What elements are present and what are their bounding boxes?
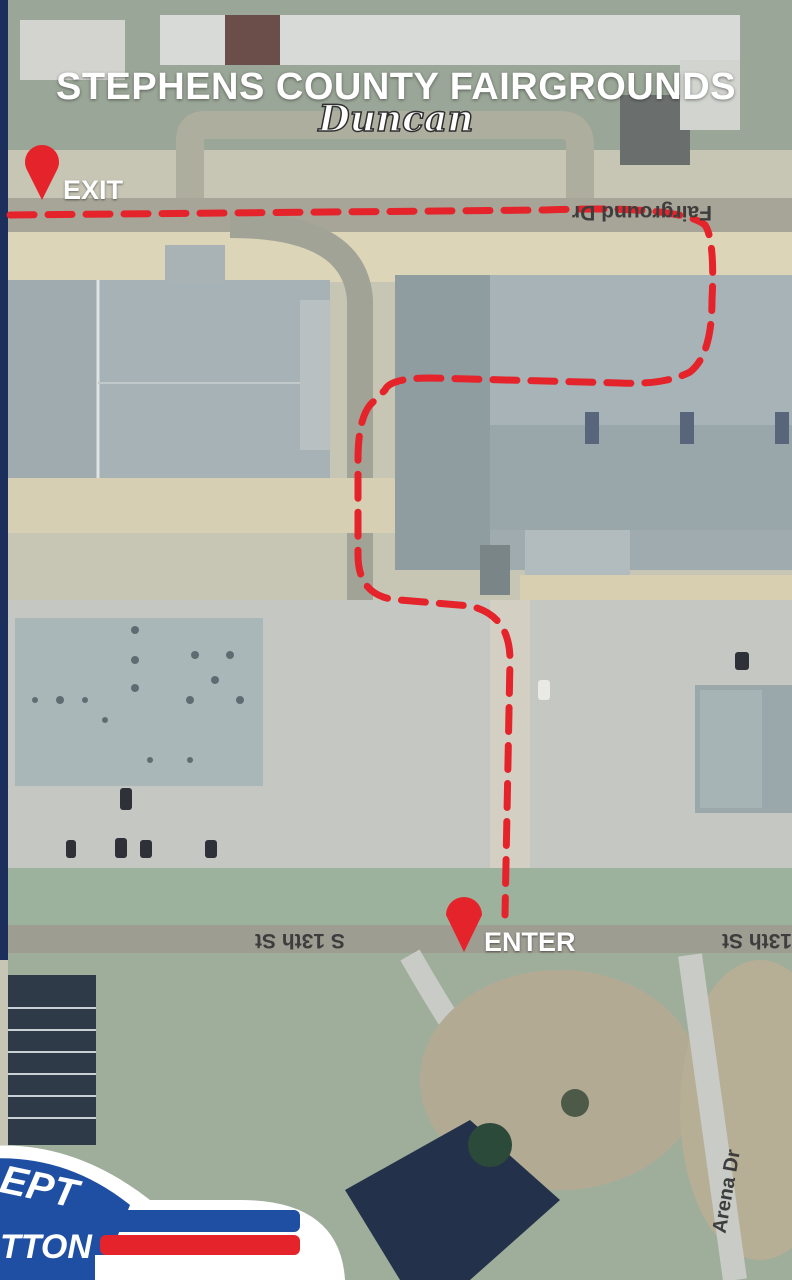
street-label-s-13th-st-east: S 13th St [722,929,792,952]
map-title: STEPHENS COUNTY FAIRGROUNDS [56,66,736,108]
street-label-s-13th-st: S 13th St [255,929,345,952]
enter-label: ENTER [484,927,576,957]
exit-label: EXIT [63,175,124,205]
map-subtitle: Duncan [318,97,475,141]
enter-marker [446,897,482,952]
logo-text-bottom: TTON [0,1228,92,1266]
street-label-fairground-dr: Fairground Dr [572,201,712,224]
logo-badge [0,1145,345,1280]
exit-marker [25,145,60,200]
